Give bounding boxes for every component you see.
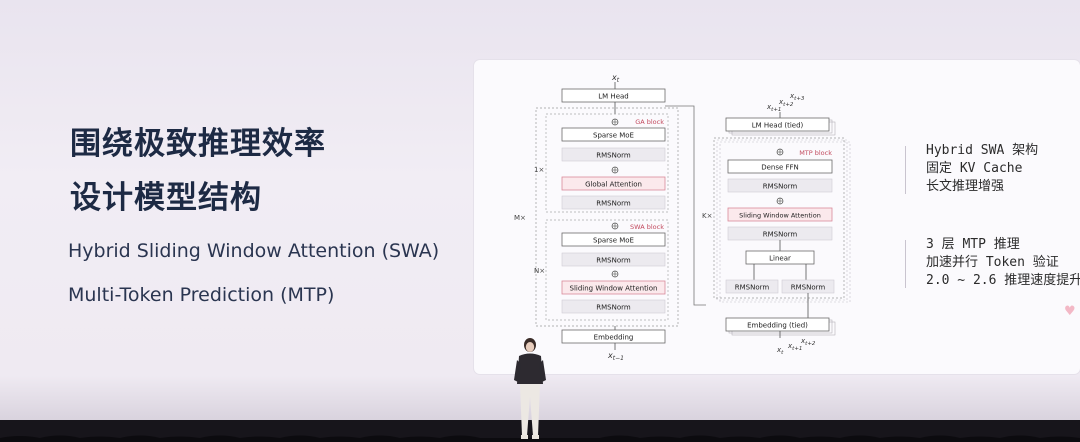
note-line: Hybrid SWA 架构 [926,143,1039,158]
svg-text:xt: xt [776,346,784,356]
svg-text:RMSNorm: RMSNorm [596,200,631,208]
svg-text:Sliding Window Attention: Sliding Window Attention [739,212,821,220]
ga-global-attention [561,176,666,191]
svg-text:N×: N× [534,267,545,275]
svg-text:xt+3: xt+3 [789,92,805,102]
svg-text:MTP block: MTP block [799,149,832,157]
right-lm-head [725,117,830,132]
presenter-figure [514,338,546,439]
svg-text:Embedding (tied): Embedding (tied) [747,322,808,330]
swa-sparse-moe [561,232,666,247]
slide-title-line1: 围绕极致推理效率 [70,126,326,162]
left-input-x: xt−1 [607,351,624,362]
note-line: 固定 KV Cache [926,161,1023,176]
stage-floor [0,420,1080,442]
svg-text:Sparse MoE: Sparse MoE [593,132,634,140]
note-line: 长文推理增强 [926,179,1005,194]
svg-text:RMSNorm: RMSNorm [735,284,770,292]
mtp-linear [745,250,815,265]
svg-text:SWA block: SWA block [630,223,664,231]
slide-subtitle-swa: Hybrid Sliding Window Attention (SWA) [68,240,440,262]
notes-swa: Hybrid SWA 架构 固定 KV Cache 长文推理增强 [926,142,1038,196]
slide-subtitle-mtp: Multi-Token Prediction (MTP) [68,284,335,306]
svg-text:RMSNorm: RMSNorm [596,304,631,312]
svg-text:xt+2: xt+2 [800,337,816,347]
svg-text:Dense FFN: Dense FFN [761,164,799,172]
corner-logo [34,0,104,4]
left-output-x: xt [611,73,620,84]
ga-rmsnorm-2 [561,195,666,210]
right-embedding [725,317,830,332]
swa-block-group [545,219,669,321]
swa-rmsnorm-1 [561,252,666,267]
notes-divider-1 [905,146,906,194]
svg-text:LM Head (tied): LM Head (tied) [752,122,804,130]
svg-text:RMSNorm: RMSNorm [596,257,631,265]
mtp-block-group [713,137,845,299]
svg-text:xt+1: xt+1 [787,342,802,352]
left-embedding [561,329,666,344]
mtp-dense-ffn [727,159,833,174]
svg-text:Linear: Linear [769,255,791,263]
svg-text:xt+1: xt+1 [766,103,781,113]
left-lm-head [561,88,666,103]
ga-rmsnorm-1 [561,147,666,162]
ga-block-group [545,113,669,213]
architecture-panel: xt LM Head M× GA block 1× Sparse MoE RMS… [474,60,1080,374]
svg-text:M×: M× [514,214,526,222]
ga-sparse-moe [561,127,666,142]
swa-rmsnorm-2 [561,299,666,314]
svg-text:xt+2: xt+2 [778,98,794,108]
svg-text:LM Head: LM Head [598,93,628,101]
svg-text:K×: K× [702,212,712,220]
svg-text:Sliding Window Attention: Sliding Window Attention [570,285,658,293]
svg-text:RMSNorm: RMSNorm [763,231,798,239]
architecture-diagram: xt LM Head M× GA block 1× Sparse MoE RMS… [514,73,851,362]
notes-mtp: 3 层 MTP 推理 加速并行 Token 验证 2.0 ~ 2.6 推理速度提… [926,236,1080,290]
swa-sliding-window-attention [561,280,666,295]
slide-title-line2: 设计模型结构 [70,180,262,216]
svg-text:1×: 1× [534,166,544,174]
audience-silhouettes [0,435,1080,442]
svg-text:RMSNorm: RMSNorm [596,152,631,160]
svg-text:RMSNorm: RMSNorm [791,284,826,292]
svg-text:Global Attention: Global Attention [585,181,642,189]
mtp-rmsnorm-left [725,279,779,294]
notes-divider-2 [905,240,906,288]
heart-icon: ♥ [1064,304,1076,319]
svg-text:RMSNorm: RMSNorm [763,183,798,191]
note-line: 加速并行 Token 验证 [926,255,1059,270]
note-line: 3 层 MTP 推理 [926,237,1020,252]
note-line: 2.0 ~ 2.6 推理速度提升 [926,273,1080,288]
svg-text:GA block: GA block [635,118,664,126]
mtp-sliding-window-attention [727,207,833,222]
svg-text:Embedding: Embedding [594,334,634,342]
mtp-rmsnorm-1 [727,178,833,193]
svg-text:Sparse MoE: Sparse MoE [593,237,634,245]
